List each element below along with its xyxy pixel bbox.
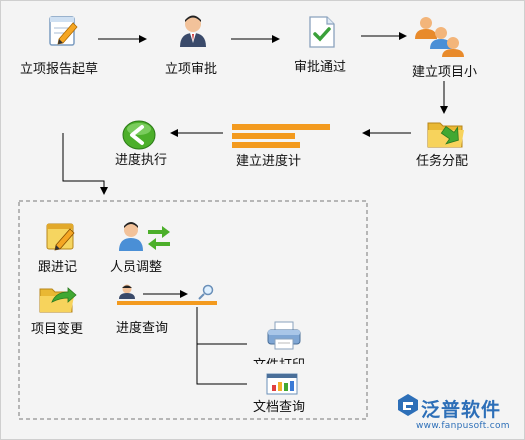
connector-query-branch — [196, 307, 247, 385]
watermark-url: www.fanpusoft.com — [416, 421, 510, 431]
label-change: 项目变更 — [31, 322, 84, 337]
fanpu-logo-icon — [397, 393, 419, 417]
back-arrow-icon — [122, 120, 156, 150]
notepad-pencil-icon — [44, 221, 78, 251]
label-approved: 审批通过 — [294, 60, 347, 75]
label-staff-adjust: 人员调整 — [110, 260, 163, 275]
chart-document-icon — [266, 373, 298, 395]
gantt-bars-icon — [232, 123, 332, 151]
pencil-paper-icon — [45, 13, 81, 49]
user-exchange-icon — [118, 221, 174, 251]
label-progress-query: 进度查询 — [116, 321, 169, 336]
label-doc-print-clip: 文件打印 — [253, 354, 315, 364]
label-execute: 进度执行 — [115, 153, 168, 168]
label-followup: 跟进记 — [38, 260, 78, 275]
folder-arrow-icon — [426, 117, 466, 149]
label-doc-print: 文件打印 — [253, 354, 305, 364]
printer-icon — [266, 321, 302, 351]
group-users-icon — [413, 15, 465, 57]
watermark-brand: 泛普软件 — [421, 399, 502, 421]
mini-query-graphic — [117, 283, 217, 307]
subflow-boundary — [18, 200, 368, 420]
label-schedule: 建立进度计 — [236, 154, 302, 169]
officer-icon — [176, 13, 210, 49]
folder-change-icon — [38, 284, 78, 314]
label-assign: 任务分配 — [416, 154, 469, 169]
check-document-icon — [307, 15, 337, 49]
label-team: 建立项目小 — [412, 65, 478, 80]
arrow-execute-to-subflow — [62, 133, 108, 195]
label-approve: 立项审批 — [165, 62, 218, 77]
label-draft: 立项报告起草 — [20, 62, 99, 77]
label-doc-query: 文档查询 — [253, 400, 306, 415]
